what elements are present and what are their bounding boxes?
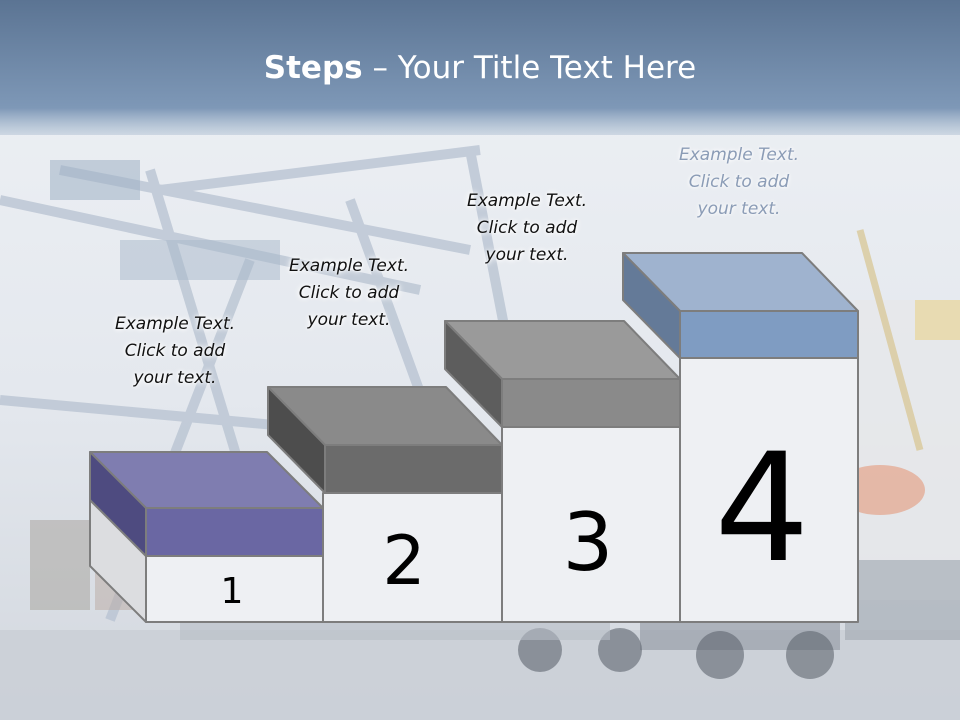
step-3-caption[interactable]: Example Text. Click to add your text. <box>427 188 627 269</box>
step-3-caption-line-1: Example Text. <box>466 191 588 211</box>
step-1-caption-line-3: your text. <box>133 368 217 388</box>
step-2-caption[interactable]: Example Text. Click to add your text. <box>249 253 449 334</box>
step-3-caption-line-3: your text. <box>485 245 569 265</box>
title-strong: Steps <box>263 50 363 86</box>
step-4-block-front <box>679 310 859 359</box>
header-band <box>0 0 960 135</box>
step-4-caption-line-2: Click to add <box>688 172 790 192</box>
step-3-front <box>501 426 681 623</box>
step-1[interactable]: 1 <box>89 451 324 623</box>
slide-title[interactable]: Steps – Your Title Text Here <box>0 50 960 86</box>
step-3-caption-line-2: Click to add <box>476 218 578 238</box>
step-1-front <box>145 555 324 623</box>
step-3[interactable]: 3 <box>444 320 681 623</box>
title-rest: – Your Title Text Here <box>362 50 697 86</box>
step-4-caption-line-3: your text. <box>697 199 781 219</box>
step-3-block-front <box>501 378 681 428</box>
step-2-caption-line-2: Click to add <box>298 283 400 303</box>
step-4-caption[interactable]: Example Text. Click to add your text. <box>639 142 839 223</box>
steps-diagram: 1 2 3 4 <box>89 252 859 623</box>
step-1-block-front <box>145 507 324 557</box>
step-1-caption-line-1: Example Text. <box>114 314 236 334</box>
step-4-front <box>679 357 859 623</box>
step-4-number: 4 <box>714 422 809 596</box>
step-1-caption-line-2: Click to add <box>124 341 226 361</box>
step-4-caption-line-1: Example Text. <box>678 145 800 165</box>
step-1-number: 1 <box>221 571 244 612</box>
step-2[interactable]: 2 <box>267 386 503 623</box>
step-4[interactable]: 4 <box>622 252 859 623</box>
step-2-caption-line-3: your text. <box>307 310 391 330</box>
step-2-number: 2 <box>382 522 425 601</box>
step-2-caption-line-1: Example Text. <box>288 256 410 276</box>
step-2-block-front <box>324 444 503 494</box>
step-3-number: 3 <box>563 496 614 589</box>
step-1-caption[interactable]: Example Text. Click to add your text. <box>75 311 275 392</box>
